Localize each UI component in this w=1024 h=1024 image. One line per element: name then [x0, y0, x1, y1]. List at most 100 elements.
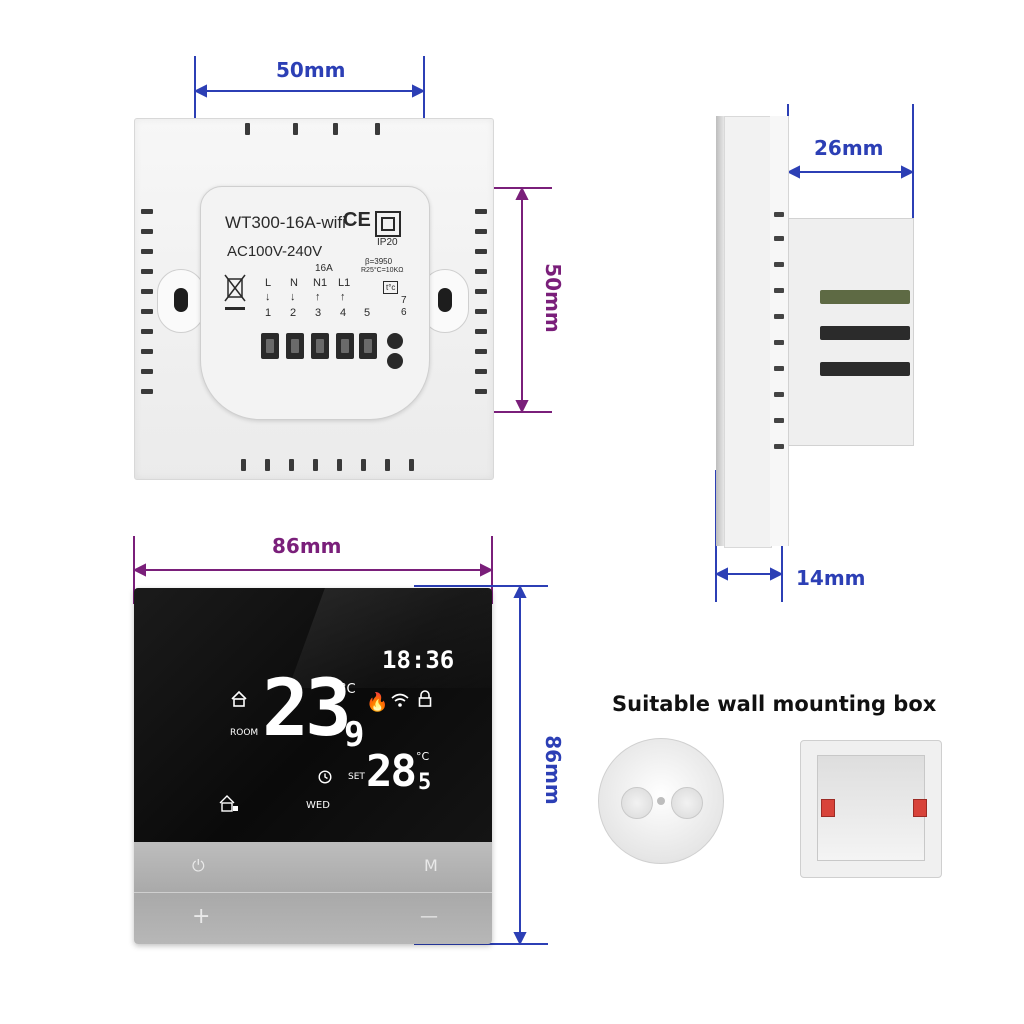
- back-height-label: 50mm: [540, 263, 565, 333]
- square-box-cavity: [817, 755, 925, 861]
- vent-slot: [241, 459, 246, 471]
- side-vent: [774, 366, 784, 371]
- sensor-number: 6: [401, 307, 407, 318]
- screw-terminal: [311, 333, 329, 359]
- screw-clip-right: [913, 799, 927, 817]
- side-vent: [774, 392, 784, 397]
- side-front-glass: [716, 116, 724, 546]
- flame-icon: 🔥: [366, 692, 389, 713]
- knockout-hole: [621, 787, 653, 819]
- screw-terminal: [286, 333, 304, 359]
- side-vent: [774, 418, 784, 423]
- vent-slot: [475, 229, 487, 234]
- side-plate: [724, 116, 772, 548]
- vent-slot: [141, 229, 153, 234]
- terminal-number: 2: [290, 307, 297, 319]
- room-temperature: 23: [262, 664, 352, 754]
- arrow-up-icon: ↑: [315, 291, 321, 303]
- set-temperature: 28: [366, 746, 417, 797]
- square-mounting-box: [800, 740, 942, 878]
- side-vent: [774, 444, 784, 449]
- vent-slot: [141, 269, 153, 274]
- vent-slot: [475, 349, 487, 354]
- vent-slot: [141, 389, 153, 394]
- vent-slot: [265, 459, 270, 471]
- screw-terminal: [261, 333, 279, 359]
- current-label: 16A: [315, 263, 333, 274]
- lcd-screen: 18:36 ROOM 23 9 °C 🔥 SET 28 5 °C: [134, 588, 492, 842]
- wifi-icon: [391, 693, 409, 707]
- vent-slot: [289, 459, 294, 471]
- terminal-letter: N1: [313, 277, 328, 289]
- panel-divider: [134, 892, 492, 893]
- vent-slot: [475, 289, 487, 294]
- side-vent: [774, 314, 784, 319]
- screw-hole: [438, 288, 452, 312]
- screw-clip-left: [821, 799, 835, 817]
- vent-slot: [141, 289, 153, 294]
- side-vent: [774, 262, 784, 267]
- terminal-number: 4: [340, 307, 347, 319]
- vent-slot: [141, 349, 153, 354]
- model-label: WT300-16A-wifi: [225, 213, 346, 232]
- side-rib: [770, 116, 789, 546]
- front-width-label: 86mm: [272, 534, 342, 558]
- terminal-number: 5: [364, 307, 371, 319]
- side-vent: [774, 212, 784, 217]
- room-unit: °C: [340, 682, 356, 697]
- home-icon: [231, 690, 247, 707]
- heating-mode-icon: [219, 795, 238, 812]
- vent-slot: [141, 249, 153, 254]
- wiring-module: WT300-16A-wifi CE IP20 AC100V-240V 16A β…: [200, 186, 430, 420]
- back-width-label: 50mm: [276, 58, 346, 82]
- vent-slot: [475, 309, 487, 314]
- vent-slot: [475, 249, 487, 254]
- vent-slot: [361, 459, 366, 471]
- knockout-hole: [671, 787, 703, 819]
- vent-slot: [333, 123, 338, 135]
- room-label: ROOM: [230, 728, 259, 738]
- front-height-label: 86mm: [540, 735, 565, 805]
- room-temperature-decimal: 9: [344, 715, 365, 755]
- terminal-letter: L1: [338, 277, 351, 289]
- vent-slot: [245, 123, 250, 135]
- sensor-icon: t°c: [383, 281, 399, 294]
- mode-button[interactable]: M: [424, 856, 438, 875]
- vent-slot: [141, 329, 153, 334]
- power-button[interactable]: ⏻: [192, 856, 205, 875]
- vent-slot: [475, 329, 487, 334]
- vent-slot: [475, 369, 487, 374]
- vent-slot: [141, 369, 153, 374]
- terminal-number: 1: [265, 307, 272, 319]
- side-slot: [820, 362, 910, 376]
- round-mounting-box: [598, 738, 724, 864]
- mounting-box-title: Suitable wall mounting box: [612, 692, 937, 716]
- screw-terminal: [359, 333, 377, 359]
- vent-slot: [337, 459, 342, 471]
- side-vent: [774, 236, 784, 241]
- vent-slot: [475, 269, 487, 274]
- clock-time: 18:36: [382, 646, 455, 674]
- sensor-screw-icon: [387, 333, 403, 349]
- vent-slot: [375, 123, 380, 135]
- ce-mark-icon: CE: [343, 209, 371, 231]
- set-unit: °C: [416, 750, 430, 763]
- sensor-screw-icon: [387, 353, 403, 369]
- arrow-down-icon: ↓: [290, 291, 296, 303]
- day-label: WED: [306, 800, 330, 811]
- sensor-number: 7: [401, 295, 407, 306]
- ip-rating-label: IP20: [377, 237, 398, 248]
- side-slot: [820, 326, 910, 340]
- button-panel: [134, 842, 492, 944]
- arrow-down-icon: ↓: [265, 291, 271, 303]
- side-vent: [774, 288, 784, 293]
- screw-point: [657, 797, 665, 805]
- minus-button[interactable]: —: [420, 906, 438, 927]
- plus-button[interactable]: +: [192, 904, 211, 929]
- set-label: SET: [348, 772, 365, 782]
- vent-slot: [141, 309, 153, 314]
- terminal-letter: N: [290, 277, 298, 289]
- resistance-label: R25°C=10KΩ: [361, 267, 404, 274]
- vent-slot: [385, 459, 390, 471]
